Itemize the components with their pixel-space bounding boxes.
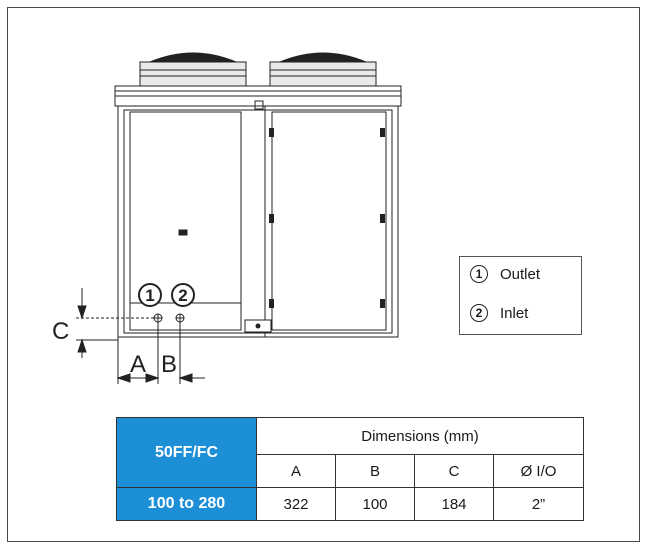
legend-item-inlet: 2 Inlet [470,304,528,322]
legend-number: 1 [470,265,488,283]
svg-text:2: 2 [178,286,187,305]
table-caption-row: 50FF/FC Dimensions (mm) [116,417,584,488]
legend-label: Outlet [500,265,541,283]
fan-left [139,52,247,87]
dimension-label-c: C [52,318,69,345]
dimensions-table: 50FF/FC Dimensions (mm) A B C Ø I/O 100 … [116,417,584,521]
column-header: B [335,454,415,488]
fan-right [269,52,377,87]
dimension-a-b [116,322,205,384]
legend-item-outlet: 1 Outlet [470,265,540,283]
dimension-label-b: B [161,351,177,378]
table-row: 100 to 280 322 100 184 2” [116,487,584,521]
model-header: 50FF/FC [116,417,257,488]
table-cell: 184 [414,487,494,521]
row-label: 100 to 280 [116,487,257,521]
diagram-frame [7,7,640,542]
legend-label: Inlet [500,304,529,322]
svg-text:1: 1 [145,286,154,305]
column-header: A [256,454,336,488]
dimension-label-a: A [130,351,146,378]
table-cell: 2” [493,487,584,521]
cabinet [117,105,399,338]
callout-1-marker: 1 [138,283,162,307]
table-header-row: A B C Ø I/O [117,454,584,488]
callout-legend: 1 Outlet 2 Inlet [459,256,582,335]
legend-number: 2 [470,304,488,322]
callout-2-marker: 2 [171,283,195,307]
column-header: Ø I/O [493,454,584,488]
column-header: C [414,454,494,488]
dimension-c [76,288,156,358]
door-hinges [269,128,385,308]
water-connections [153,313,185,323]
table-cell: 100 [335,487,415,521]
dimensions-caption: Dimensions (mm) [256,417,584,455]
table-cell: 322 [256,487,336,521]
